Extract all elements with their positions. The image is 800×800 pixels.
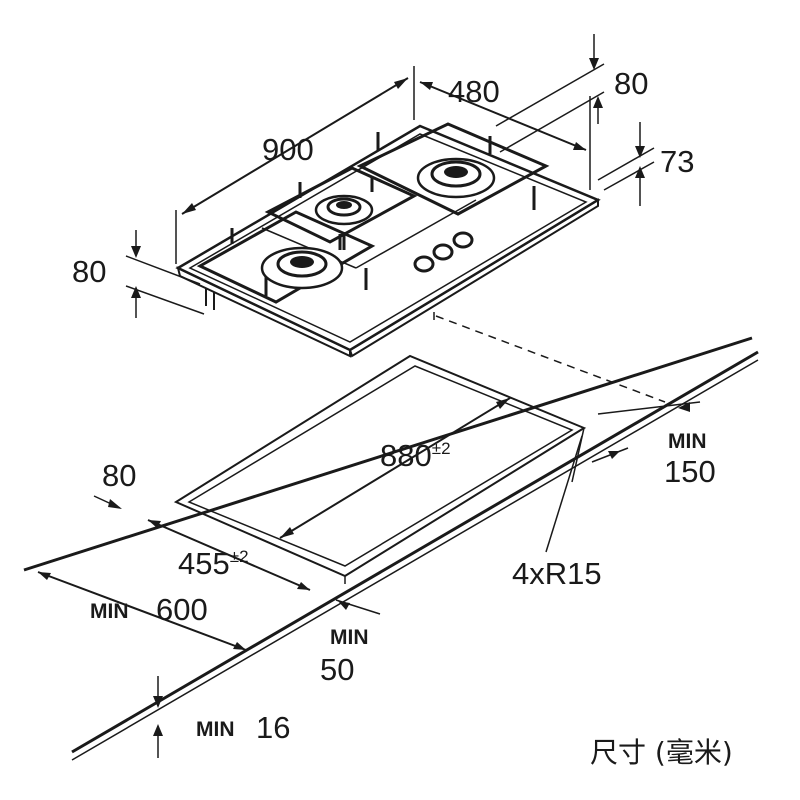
label-455-tolerance: ±2	[230, 547, 249, 566]
dimension-min16	[153, 676, 163, 758]
dimension-min50	[335, 599, 381, 615]
dimension-80-rear	[495, 34, 605, 153]
burner-small-middle	[314, 194, 374, 226]
label-480: 480	[448, 74, 500, 109]
dimension-80-side	[93, 495, 122, 509]
label-880: 880±2	[380, 438, 451, 473]
gas-hob	[175, 122, 601, 358]
pan-support-right	[356, 122, 550, 216]
burner-large-front	[260, 246, 344, 290]
dimension-455	[147, 519, 311, 591]
unit-caption: 尺寸 (毫米)	[590, 736, 733, 769]
dimension-min600	[37, 571, 247, 651]
control-knobs	[413, 231, 474, 273]
label-min150-word: MIN	[668, 430, 707, 453]
label-min16-word: MIN	[196, 718, 235, 741]
label-80-side: 80	[102, 458, 136, 493]
dimension-min150	[591, 401, 701, 463]
label-min150-value: 150	[664, 454, 716, 489]
projection-line	[435, 315, 666, 403]
label-min600-value: 600	[156, 592, 208, 627]
dimension-80-front	[125, 230, 205, 318]
label-min600-word: MIN	[90, 600, 129, 623]
burner-large-rear	[416, 157, 496, 199]
radius-leader	[545, 435, 583, 553]
label-min16-value: 16	[256, 710, 290, 745]
dimension-880	[279, 397, 511, 539]
label-min50-word: MIN	[330, 626, 369, 649]
label-880-value: 880	[380, 438, 432, 473]
label-73: 73	[660, 144, 694, 179]
label-880-tolerance: ±2	[432, 439, 451, 458]
label-corner-radius: 4xR15	[512, 556, 602, 591]
label-min50-value: 50	[320, 652, 354, 687]
dimension-480	[419, 81, 591, 190]
worktop	[23, 336, 759, 761]
dimension-900	[175, 66, 415, 264]
label-80-rear: 80	[614, 66, 648, 101]
label-455-value: 455	[178, 546, 230, 581]
label-900: 900	[262, 132, 314, 167]
label-455: 455±2	[178, 546, 249, 581]
label-80-front: 80	[72, 254, 106, 289]
dimension-73	[597, 122, 655, 206]
pan-support-middle	[264, 166, 418, 250]
